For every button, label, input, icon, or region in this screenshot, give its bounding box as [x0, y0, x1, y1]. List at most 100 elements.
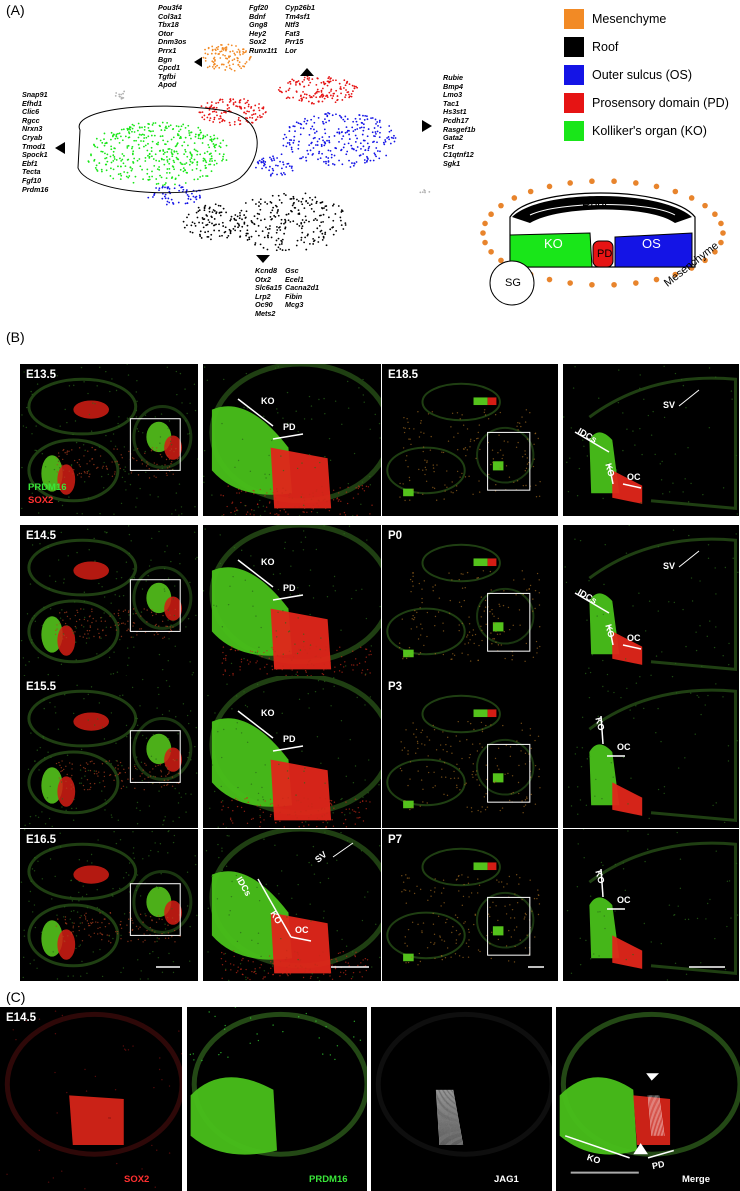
- tsne-point: [271, 159, 273, 162]
- tsne-point: [180, 186, 183, 189]
- tsne-point: [348, 159, 350, 162]
- tsne-point: [390, 129, 393, 132]
- tsne-point: [300, 236, 303, 239]
- tsne-point: [386, 137, 388, 139]
- tsne-point: [138, 158, 141, 160]
- tsne-point: [382, 141, 385, 144]
- tsne-point: [229, 124, 232, 127]
- tsne-point: [190, 192, 193, 195]
- tsne-point: [284, 221, 287, 224]
- tsne-point: [283, 133, 286, 136]
- tsne-point: [163, 183, 166, 186]
- tsne-point: [379, 131, 381, 134]
- tsne-point: [236, 59, 239, 62]
- tsne-point: [339, 219, 342, 222]
- tsne-point: [287, 219, 290, 222]
- tsne-point: [180, 163, 183, 165]
- tsne-point: [219, 115, 222, 118]
- tsne-point: [257, 106, 260, 109]
- tsne-point: [285, 145, 288, 148]
- tsne-point: [304, 192, 307, 195]
- tsne-point: [99, 139, 102, 142]
- tsne-point: [153, 194, 155, 196]
- tsne-point: [271, 209, 274, 212]
- tsne-point: [208, 210, 211, 213]
- tsne-point: [195, 198, 198, 201]
- tsne-point: [193, 158, 196, 161]
- tsne-point: [208, 106, 211, 109]
- tsne-point: [316, 227, 319, 230]
- tsne-point: [168, 171, 171, 174]
- stage-overview-E15.5: E15.5: [20, 676, 198, 828]
- tsne-point: [344, 224, 347, 226]
- tsne-point: [323, 128, 326, 131]
- tsne-point: [352, 90, 354, 93]
- tsne-point: [213, 210, 216, 212]
- tsne-point: [214, 150, 217, 152]
- tsne-point: [163, 129, 166, 132]
- tsne-point: [196, 216, 199, 219]
- tsne-point: [238, 101, 241, 104]
- tsne-point: [196, 178, 199, 181]
- tsne-point: [307, 100, 310, 103]
- mesenchyme-dot: [653, 183, 660, 190]
- tsne-point: [225, 65, 228, 68]
- tsne-point: [222, 54, 224, 56]
- tsne-point: [344, 115, 347, 118]
- tsne-point: [301, 231, 304, 234]
- tsne-point: [229, 230, 232, 233]
- tsne-point: [238, 217, 241, 220]
- tsne-point: [260, 161, 263, 163]
- tsne-point: [284, 249, 287, 252]
- tsne-point: [312, 219, 315, 222]
- tsne-point: [220, 63, 223, 66]
- tsne-point: [188, 129, 190, 132]
- tsne-point: [281, 238, 284, 241]
- tsne-point: [213, 218, 216, 220]
- tsne-point: [137, 122, 140, 125]
- tsne-point: [177, 201, 180, 204]
- tsne-point: [166, 186, 169, 189]
- tsne-point: [337, 128, 340, 130]
- tsne-point: [356, 128, 359, 130]
- tsne-point: [190, 131, 193, 134]
- tsne-point: [290, 148, 293, 151]
- tsne-point: [366, 118, 369, 121]
- tsne-point: [348, 83, 351, 86]
- tsne-point: [125, 175, 128, 178]
- tsne-point: [193, 178, 196, 181]
- tsne-point: [297, 80, 300, 82]
- tsne-point: [321, 239, 324, 241]
- tsne-point: [366, 115, 368, 118]
- tsne-point: [171, 155, 174, 158]
- tsne-point: [299, 83, 301, 86]
- tsne-point: [117, 173, 120, 176]
- tsne-point: [300, 222, 303, 225]
- tsne-point: [208, 65, 211, 68]
- roof-pointer: [256, 255, 270, 263]
- tsne-point: [300, 157, 303, 160]
- tsne-point: [184, 169, 187, 172]
- tsne-point: [143, 128, 146, 131]
- tsne-point: [371, 117, 374, 119]
- stage-label: E14.5: [6, 1012, 37, 1024]
- tsne-point: [165, 125, 167, 128]
- tsne-point: [297, 147, 300, 150]
- tsne-point: [166, 200, 169, 203]
- tsne-point: [126, 145, 129, 148]
- tsne-point: [328, 112, 331, 115]
- tsne-point: [189, 198, 192, 201]
- tsne-point: [178, 130, 180, 133]
- mesenchyme-dot: [702, 202, 708, 209]
- tsne-point: [268, 227, 271, 230]
- tsne-point: [216, 114, 218, 117]
- tsne-point: [331, 163, 334, 165]
- mesenchyme-dot: [480, 230, 486, 236]
- tsne-point: [246, 110, 249, 113]
- tsne-point: [220, 112, 223, 115]
- tsne-point: [238, 50, 241, 53]
- tsne-point: [157, 141, 160, 144]
- tsne-point: [177, 125, 180, 128]
- tsne-point: [301, 203, 304, 206]
- panel-a-label: (A): [6, 2, 25, 18]
